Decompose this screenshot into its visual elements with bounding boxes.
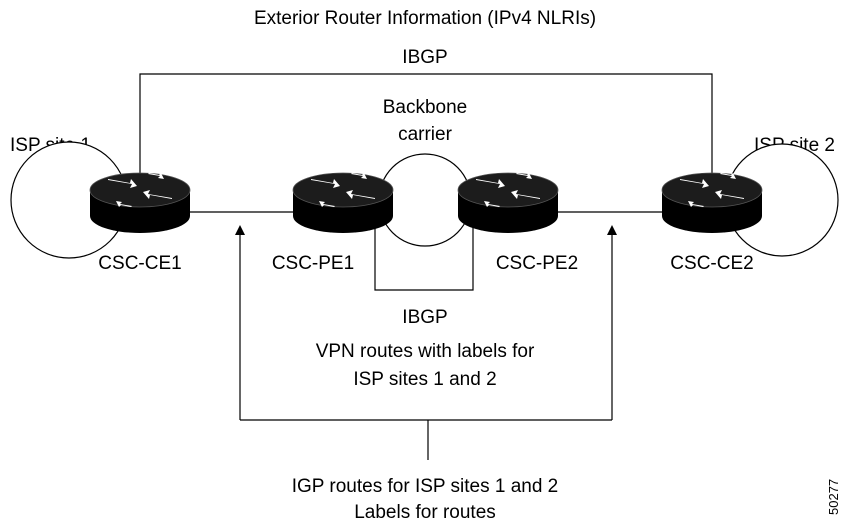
diagram-title: Exterior Router Information (IPv4 NLRIs)	[254, 8, 596, 29]
backbone-label-line1: Backbone	[383, 97, 468, 118]
ibgp-middle-connector	[374, 222, 474, 291]
router-csc-pe2	[457, 172, 559, 234]
router-csc-ce2	[661, 172, 763, 234]
csc-ce2-label: CSC-CE2	[670, 253, 753, 274]
ibgp-top-connector	[139, 73, 713, 180]
igp-routes-line2: Labels for routes	[354, 502, 496, 523]
backbone-label-line2: carrier	[398, 124, 453, 145]
router-csc-ce1	[89, 172, 191, 234]
figure-id: 50277	[826, 479, 841, 515]
csc-pe1-label: CSC-PE1	[272, 253, 354, 274]
ibgp-top-label: IBGP	[402, 47, 447, 68]
csc-pe2-label: CSC-PE2	[496, 253, 578, 274]
vpn-routes-line2: ISP sites 1 and 2	[353, 369, 496, 390]
router-csc-pe1	[292, 172, 394, 234]
ibgp-middle-label: IBGP	[402, 307, 447, 328]
igp-routes-line1: IGP routes for ISP sites 1 and 2	[292, 476, 559, 497]
csc-ce1-label: CSC-CE1	[98, 253, 181, 274]
vpn-routes-line1: VPN routes with labels for	[316, 341, 535, 362]
